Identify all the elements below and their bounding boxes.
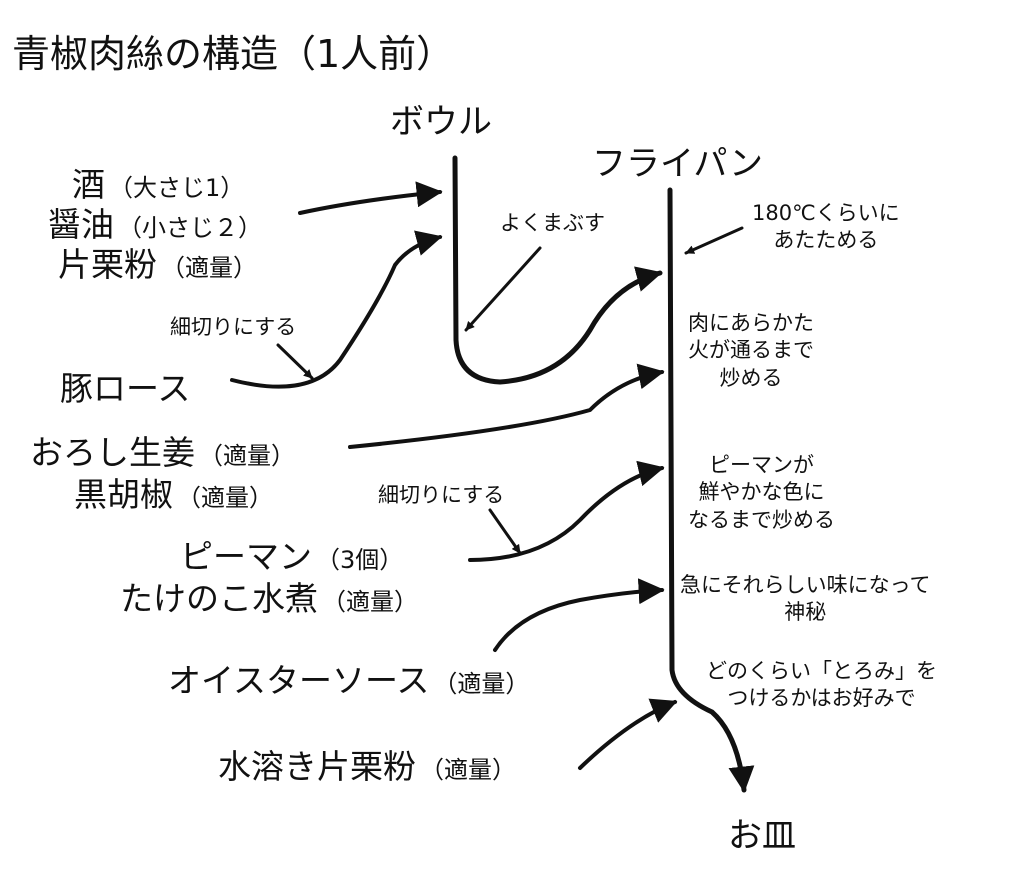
ingredient-name: 酒 [72,165,105,204]
ingredient-amount: （適量） [177,484,273,512]
pork-arrow [230,230,443,389]
plate-label: お皿 [728,816,796,856]
step-heat: 180℃くらいに あたためる [752,201,900,253]
bowl-label: ボウル [390,102,492,142]
ingredient-amount: （適量） [161,254,257,282]
pan-label: フライパン [592,144,764,184]
seasoning-arrow [298,181,443,215]
pan-flow-line [667,187,755,793]
ingredient-pepper-black: 黒胡椒（適量） [74,468,273,516]
ingredient-name: 片栗粉 [58,245,157,284]
coat-note: よくまぶす [500,211,605,235]
oyster-arrow [493,578,665,652]
step-thicken: どのくらい「とろみ」を つけるかはお好みで [706,659,937,711]
pepper-arrow [468,460,665,562]
ingredient-name: 黒胡椒 [74,475,173,514]
page-title: 青椒肉絲の構造（1人前） [12,32,455,76]
ingredient-ginger: おろし生姜（適量） [30,426,295,474]
ingredient-oyster: オイスターソース（適量） [168,654,529,702]
ingredient-bamboo: たけのこ水煮（適量） [120,572,418,620]
step-cook-pepper: ピーマンが 鮮やかな色に なるまで炒める [688,453,835,532]
ingredient-name: 水溶き片栗粉 [218,747,416,786]
starch-arrow [578,698,678,770]
ingredient-name: ピーマン [180,537,312,576]
ingredient-pork: 豚ロース [60,362,194,410]
ingredient-green-pepper: ピーマン（3個） [180,530,403,578]
step-cook-pork: 肉にあらかた 火が通るまで 炒める [688,311,814,390]
ingredient-amount: （大さじ1） [109,174,245,202]
ingredient-amount: （3個） [316,546,404,574]
ingredient-starch-water: 水溶き片栗粉（適量） [218,740,516,788]
ingredient-amount: （小さじ２） [118,214,262,242]
coat-arrow [464,246,542,332]
ingredient-starch: 片栗粉（適量） [58,238,257,286]
heat-arrow [684,226,744,255]
step-sauce: 急にそれらしい味になって 神秘 [680,573,931,625]
ingredient-name: オイスターソース [168,661,430,700]
ingredient-amount: （適量） [420,756,516,784]
bowl-flow-line [452,155,663,385]
ginger-arrow [348,363,665,449]
cut-pepper-arrow [488,508,522,555]
ingredient-name: 醤油 [48,205,114,244]
ingredient-name: たけのこ水煮 [120,579,318,618]
ingredient-sake: 酒（大さじ1） [72,158,244,206]
cut-pepper-note: 細切りにする [378,483,505,507]
ingredient-name: 豚ロース [60,369,191,408]
ingredient-name: おろし生姜 [30,433,195,472]
cut-pork-arrow [276,343,314,380]
ingredient-amount: （適量） [433,670,530,698]
ingredient-soy: 醤油（小さじ２） [48,198,262,246]
ingredient-amount: （適量） [322,588,418,616]
cut-pork-note: 細切りにする [170,315,297,339]
ingredient-amount: （適量） [199,442,295,470]
